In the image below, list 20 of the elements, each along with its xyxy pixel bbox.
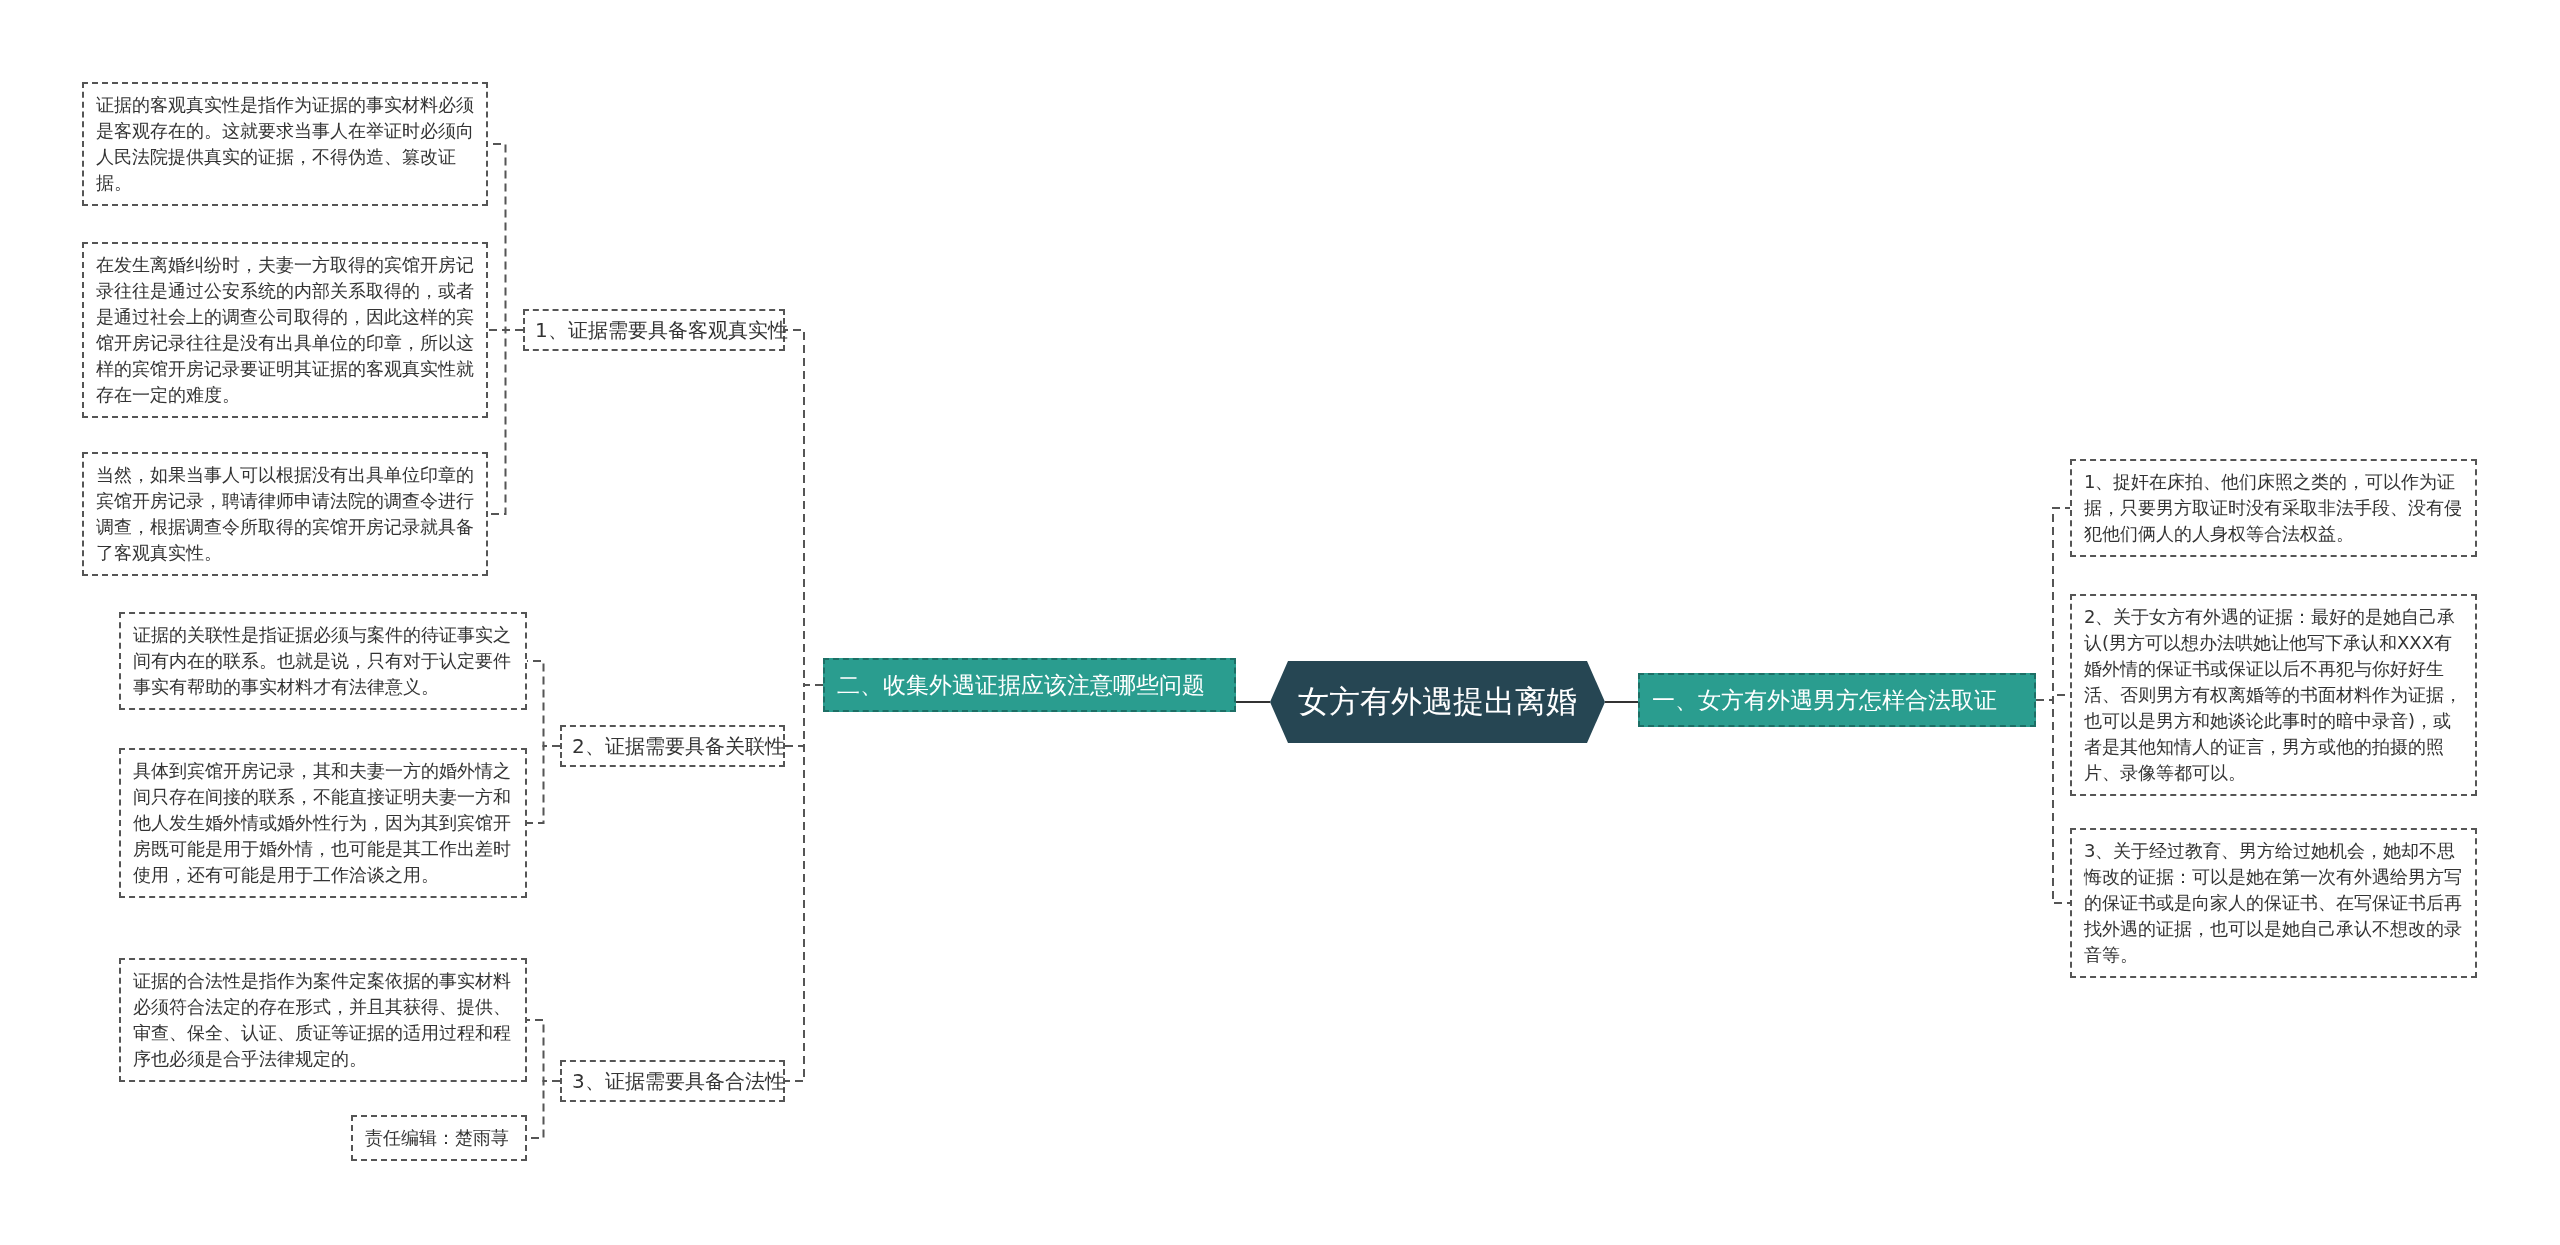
connector-line bbox=[526, 745, 561, 824]
subtopic-box: 3、证据需要具备合法性 bbox=[560, 1060, 785, 1102]
subtopic-box: 1、证据需要具备客观真实性 bbox=[523, 309, 785, 351]
text-box: 证据的合法性是指作为案件定案依据的事实材料必须符合法定的存在形式，并且其获得、提供、审查、保全、认证、质证等证据的适用过程和程序也必须是合乎法律规定的。 bbox=[119, 958, 527, 1082]
subtopic-box: 2、证据需要具备关联性 bbox=[560, 725, 785, 767]
text-box: 2、关于女方有外遇的证据：最好的是她自己承认(男方可以想办法哄她让他写下承认和XXX有婚外情的保证书或保证以后不再犯与你好好生活、否则男方有权离婚等的书面材料作为证据，也可以是男方和她谈论此事时的暗中录音)，或者是其他知情人的证言，男方或他的拍摄的照片、录像等都可以。 bbox=[2070, 594, 2477, 796]
connector-line bbox=[1604, 701, 1639, 703]
text-box: 证据的关联性是指证据必须与案件的待证事实之间有内在的联系。也就是说，只有对于认定要件事实有帮助的事实材料才有法律意义。 bbox=[119, 612, 527, 710]
connector-line bbox=[2035, 699, 2071, 904]
topic-hexagon: 女方有外遇提出离婚 bbox=[1270, 661, 1605, 743]
connector-line bbox=[1235, 701, 1271, 703]
text-box: 责任编辑：楚雨荨 bbox=[351, 1115, 527, 1161]
text-box: 证据的客观真实性是指作为证据的事实材料必须是客观存在的。这就要求当事人在举证时必须向人民法院提供真实的证据，不得伪造、篡改证据。 bbox=[82, 82, 488, 206]
topic-box: 一、女方有外遇男方怎样合法取证 bbox=[1638, 673, 2036, 727]
text-box: 1、捉奸在床拍、他们床照之类的，可以作为证据，只要男方取证时没有采取非法手段、没有侵犯他们俩人的人身权等合法权益。 bbox=[2070, 459, 2477, 557]
topic-box: 二、收集外遇证据应该注意哪些问题 bbox=[823, 658, 1236, 712]
text-box: 具体到宾馆开房记录，其和夫妻一方的婚外情之间只存在间接的联系，不能直接证明夫妻一方和他人发生婚外情或婚外性行为，因为其到宾馆开房既可能是用于婚外情，也可能是其工作出差时使用，还有可能是用于工作洽谈之用。 bbox=[119, 748, 527, 898]
text-box: 当然，如果当事人可以根据没有出具单位印章的宾馆开房记录，聘请律师申请法院的调查令进行调查，根据调查令所取得的宾馆开房记录就具备了客观真实性。 bbox=[82, 452, 488, 576]
text-box: 3、关于经过教育、男方给过她机会，她却不思悔改的证据：可以是她在第一次有外遇给男方写的保证书或是向家人的保证书、在写保证书后再找外遇的证据，也可以是她自己承认不想改的录音等。 bbox=[2070, 828, 2477, 978]
text-box: 在发生离婚纠纷时，夫妻一方取得的宾馆开房记录往往是通过公安系统的内部关系取得的，或者是通过社会上的调查公司取得的，因此这样的宾馆开房记录往往是没有出具单位的印章，所以这样的宾馆开房记录要证明其证据的客观真实性就存在一定的难度。 bbox=[82, 242, 488, 418]
